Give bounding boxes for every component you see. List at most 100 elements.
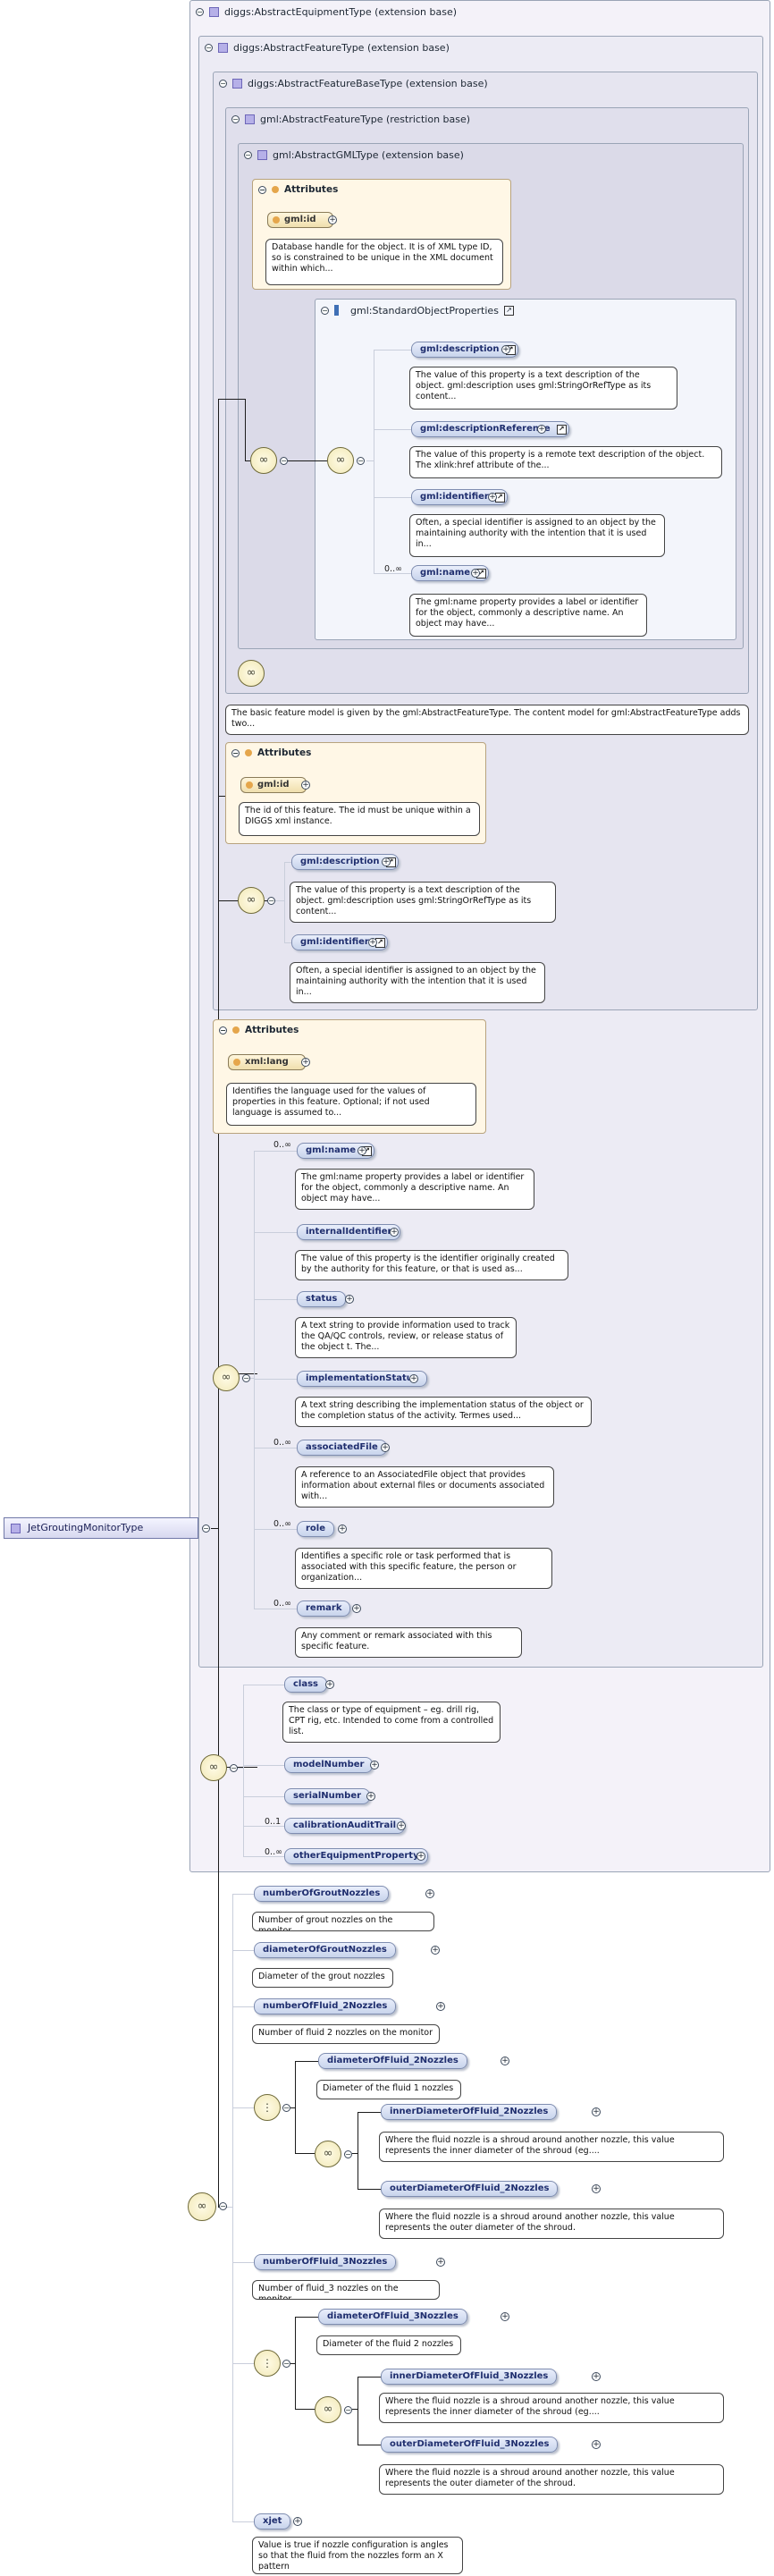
expand-icon[interactable]: + — [436, 2002, 445, 2011]
element-innerdiameteroffluid-2nozzles[interactable]: innerDiameterOfFluid_2Nozzles — [381, 2104, 558, 2120]
expand-icon[interactable]: + — [352, 1604, 361, 1613]
expand-icon[interactable]: + — [425, 1889, 434, 1898]
expand-icon[interactable]: + — [370, 1761, 379, 1769]
collapse-toggle-icon[interactable]: − — [344, 2406, 352, 2414]
element-numberoffluid-3nozzles[interactable]: numberOfFluid_3Nozzles — [254, 2254, 397, 2270]
root-type[interactable]: JetGroutingMonitorType — [4, 1517, 198, 1539]
element-status[interactable]: status — [297, 1291, 347, 1307]
gml-feature-type-header[interactable]: −gml:AbstractFeatureType (restriction ba… — [231, 112, 470, 126]
expand-icon[interactable]: + — [293, 2517, 302, 2526]
attributes-header[interactable]: −Attributes — [219, 1025, 299, 1035]
feature-type-header[interactable]: −diggs:AbstractFeatureType (extension ba… — [205, 40, 450, 55]
collapse-toggle-icon[interactable]: − — [230, 1764, 238, 1772]
gml-abstract-type-header[interactable]: −gml:AbstractGMLType (extension base) — [244, 148, 464, 162]
element-outerdiameteroffluid-3nozzles[interactable]: outerDiameterOfFluid_3Nozzles — [381, 2437, 559, 2453]
element-gml-name[interactable]: gml:name — [297, 1143, 375, 1159]
expand-icon[interactable]: + — [537, 425, 546, 434]
element-gml-descriptionreference[interactable]: gml:descriptionReference — [411, 421, 569, 437]
collapse-toggle-icon[interactable]: − — [242, 1374, 250, 1382]
expand-icon[interactable]: + — [325, 1680, 334, 1689]
connector — [218, 2207, 219, 2208]
collapse-toggle-icon[interactable]: − — [357, 457, 365, 465]
element-internalidentifier[interactable]: internalIdentifier — [297, 1224, 401, 1240]
expand-icon[interactable]: + — [592, 2184, 601, 2193]
collapse-toggle-icon[interactable]: − — [219, 79, 227, 88]
expand-icon[interactable]: + — [301, 781, 310, 790]
expand-icon[interactable]: + — [592, 2372, 601, 2381]
doc-annotation: Where the fluid nozzle is a shroud aroun… — [379, 2393, 724, 2423]
collapse-toggle-icon[interactable]: − — [321, 306, 329, 315]
expand-icon[interactable]: + — [436, 2258, 445, 2267]
element-name: outerDiameterOfFluid_2Nozzles — [390, 2183, 550, 2193]
group-header[interactable]: −gml:StandardObjectProperties↗ — [321, 303, 514, 317]
reference-arrow-icon[interactable]: ↗ — [503, 305, 514, 316]
attributes-header[interactable]: −Attributes — [231, 747, 311, 758]
expand-icon[interactable]: + — [592, 2107, 601, 2116]
expand-icon[interactable]: + — [501, 2057, 509, 2065]
connector — [254, 1151, 255, 1609]
connector — [232, 2521, 254, 2522]
element-diameteroffluid-3nozzles[interactable]: diameterOfFluid_3Nozzles — [318, 2309, 467, 2325]
expand-icon[interactable]: + — [416, 1852, 425, 1861]
collapse-toggle-icon[interactable]: − — [282, 2360, 290, 2368]
expand-icon[interactable]: + — [358, 1146, 366, 1155]
connector — [358, 2189, 381, 2190]
element-class[interactable]: class — [284, 1677, 328, 1693]
collapse-toggle-icon[interactable]: − — [219, 2202, 227, 2210]
collapse-toggle-icon[interactable]: − — [231, 114, 240, 123]
element-numberofgroutnozzles[interactable]: numberOfGroutNozzles — [254, 1886, 390, 1902]
collapse-toggle-icon[interactable]: − — [258, 185, 266, 194]
root-collapse-icon[interactable]: − — [202, 1524, 210, 1533]
element-gml-identifier[interactable]: gml:identifier — [291, 934, 388, 950]
element-xjet[interactable]: xjet — [254, 2513, 291, 2530]
collapse-toggle-icon[interactable]: − — [196, 7, 204, 16]
element-diameterofgroutnozzles[interactable]: diameterOfGroutNozzles — [254, 1942, 396, 1958]
collapse-toggle-icon[interactable]: − — [244, 150, 252, 159]
element-gml-identifier[interactable]: gml:identifier — [411, 489, 508, 505]
attribute-gml-id[interactable]: gml:id — [240, 777, 307, 793]
element-modelnumber[interactable]: modelNumber — [284, 1757, 374, 1773]
attributes-header[interactable]: −Attributes — [258, 184, 338, 195]
expand-icon[interactable]: + — [366, 1792, 375, 1801]
element-innerdiameteroffluid-3nozzles[interactable]: innerDiameterOfFluid_3Nozzles — [381, 2369, 558, 2385]
collapse-toggle-icon[interactable]: − — [282, 2104, 290, 2112]
element-gml-name[interactable]: gml:name — [411, 565, 490, 581]
collapse-toggle-icon[interactable]: − — [344, 2150, 352, 2158]
expand-icon[interactable]: + — [382, 857, 391, 866]
expand-icon[interactable]: + — [501, 345, 510, 354]
collapse-toggle-icon[interactable]: − — [205, 43, 213, 52]
expand-icon[interactable]: + — [501, 2312, 509, 2321]
expand-icon[interactable]: + — [301, 1058, 310, 1067]
expand-icon[interactable]: + — [338, 1524, 347, 1533]
expand-icon[interactable]: + — [381, 1443, 390, 1452]
expand-icon[interactable]: + — [368, 938, 377, 947]
expand-icon[interactable]: + — [345, 1295, 354, 1304]
element-implementationstatus[interactable]: implementationStatus — [297, 1371, 427, 1387]
expand-icon[interactable]: + — [390, 1228, 399, 1237]
element-remark[interactable]: remark — [297, 1600, 351, 1617]
attribute-gml-id[interactable]: gml:id — [267, 212, 333, 228]
expand-icon[interactable]: + — [592, 2440, 601, 2449]
attribute-xml-lang[interactable]: xml:lang — [228, 1054, 306, 1070]
collapse-toggle-icon[interactable]: − — [267, 897, 275, 905]
element-outerdiameteroffluid-2nozzles[interactable]: outerDiameterOfFluid_2Nozzles — [381, 2181, 559, 2197]
expand-icon[interactable]: + — [409, 1374, 418, 1383]
element-role[interactable]: role — [297, 1521, 335, 1537]
element-diameteroffluid-2nozzles[interactable]: diameterOfFluid_2Nozzles — [318, 2053, 467, 2069]
collapse-toggle-icon[interactable]: − — [231, 748, 240, 757]
expand-icon[interactable]: + — [328, 215, 337, 224]
sequence-icon: ∞ — [238, 887, 265, 914]
collapse-toggle-icon[interactable]: − — [219, 1026, 227, 1035]
element-calibrationaudittrail[interactable]: calibrationAuditTrail — [284, 1818, 406, 1834]
equipment-type-header[interactable]: −diggs:AbstractEquipmentType (extension … — [196, 4, 457, 19]
element-numberoffluid-2nozzles[interactable]: numberOfFluid_2Nozzles — [254, 1998, 397, 2014]
expand-icon[interactable]: + — [431, 1946, 440, 1955]
expand-icon[interactable]: + — [488, 493, 497, 502]
feature-base-type-header[interactable]: −diggs:AbstractFeatureBaseType (extensio… — [219, 76, 488, 90]
expand-icon[interactable]: + — [471, 569, 480, 578]
element-otherequipmentproperty[interactable]: otherEquipmentProperty — [284, 1848, 428, 1864]
collapse-toggle-icon[interactable]: − — [280, 457, 288, 465]
expand-icon[interactable]: + — [397, 1821, 406, 1830]
element-serialnumber[interactable]: serialNumber — [284, 1788, 371, 1804]
element-associatedfile[interactable]: associatedFile — [297, 1440, 387, 1456]
